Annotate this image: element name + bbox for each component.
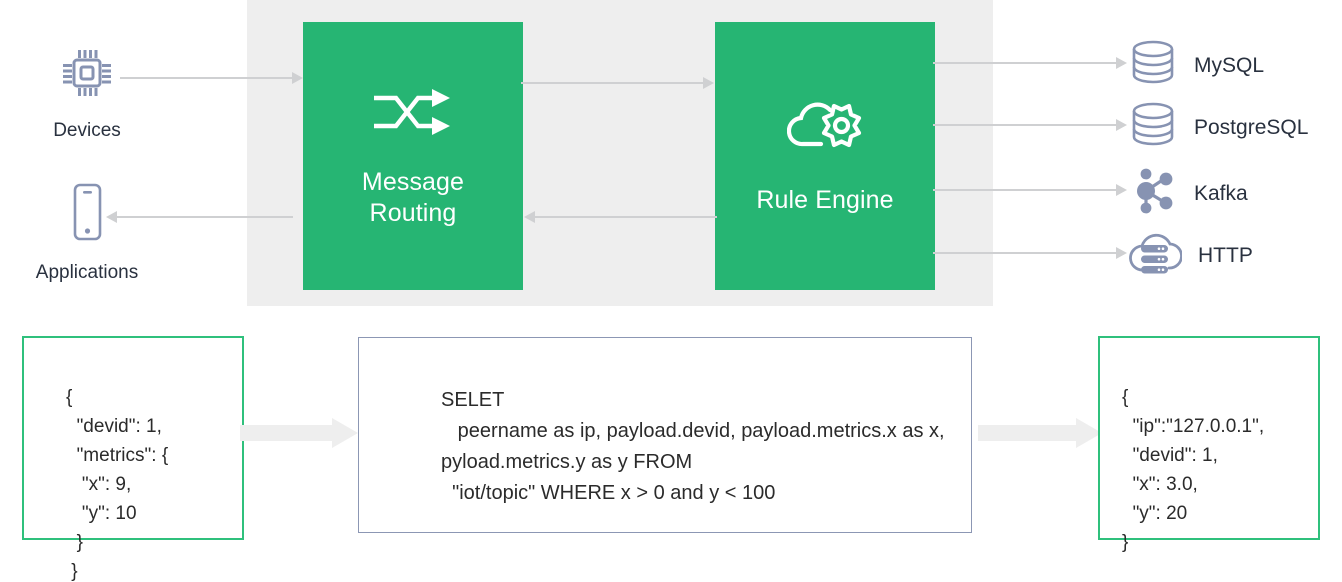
arrowhead-routing-to-applications [106, 211, 117, 223]
rule-sql-code: SELET peername as ip, payload.devid, pay… [441, 389, 945, 504]
sink-mysql-label: MySQL [1194, 54, 1265, 77]
arrowhead-rule-to-http [1116, 247, 1127, 259]
shuffle-arrows-icon [373, 84, 452, 145]
flow-arrow-shaft [978, 425, 1076, 441]
cpu-chip-icon [58, 44, 116, 107]
sink-http-label: HTTP [1198, 244, 1253, 267]
database-cylinder-icon [1128, 38, 1178, 93]
cloud-gear-icon [786, 96, 863, 163]
connector-routing-to-rule [521, 82, 703, 84]
process-rule-engine-label: Rule Engine [756, 186, 894, 214]
arrowhead-rule-to-mysql [1116, 57, 1127, 69]
card-input-payload[interactable]: { "devid": 1, "metrics": { "x": 9, "y": … [22, 336, 244, 582]
cloud-server-icon [1128, 228, 1183, 283]
endpoint-applications[interactable]: Applications [22, 182, 152, 284]
node-graph-icon [1128, 166, 1178, 221]
arrowhead-devices-to-routing [292, 72, 303, 84]
sink-kafka-label: Kafka [1194, 182, 1248, 205]
endpoint-devices[interactable]: Devices [22, 44, 152, 142]
connector-rule-to-http [933, 252, 1116, 254]
flow-arrow-head [1076, 418, 1102, 448]
arrowhead-rule-to-kafka [1116, 184, 1127, 196]
input-payload-code: { "devid": 1, "metrics": { "x": 9, "y": … [66, 387, 169, 582]
flow-arrow-input-to-sql [240, 418, 358, 448]
connector-routing-to-applications [117, 216, 293, 218]
flow-arrow-shaft [240, 425, 332, 441]
connector-rule-to-routing [535, 216, 717, 218]
connector-rule-to-kafka [933, 189, 1116, 191]
sink-mysql[interactable]: MySQL [1128, 38, 1264, 93]
arrowhead-routing-to-rule [703, 77, 714, 89]
connector-rule-to-postgresql [933, 124, 1116, 126]
database-cylinder-icon [1128, 100, 1178, 155]
sink-http[interactable]: HTTP [1128, 228, 1253, 283]
endpoint-devices-label: Devices [53, 120, 121, 141]
flow-arrow-head [332, 418, 358, 448]
sink-postgresql[interactable]: PostgreSQL [1128, 100, 1308, 155]
output-payload-code: { "ip":"127.0.0.1", "devid": 1, "x": 3.0… [1122, 387, 1265, 553]
arrowhead-rule-to-postgresql [1116, 119, 1127, 131]
sink-kafka[interactable]: Kafka [1128, 166, 1248, 221]
connector-devices-to-routing [120, 77, 292, 79]
flow-arrow-sql-to-output [978, 418, 1102, 448]
arrowhead-rule-to-routing [524, 211, 535, 223]
mobile-phone-icon [66, 182, 108, 249]
card-rule-sql[interactable]: SELET peername as ip, payload.devid, pay… [358, 337, 972, 533]
process-rule-engine[interactable]: Rule Engine [715, 22, 935, 290]
endpoint-applications-label: Applications [35, 262, 139, 283]
connector-rule-to-mysql [933, 62, 1116, 64]
card-output-payload[interactable]: { "ip":"127.0.0.1", "devid": 1, "x": 3.0… [1098, 336, 1320, 553]
sink-postgresql-label: PostgreSQL [1194, 116, 1309, 139]
